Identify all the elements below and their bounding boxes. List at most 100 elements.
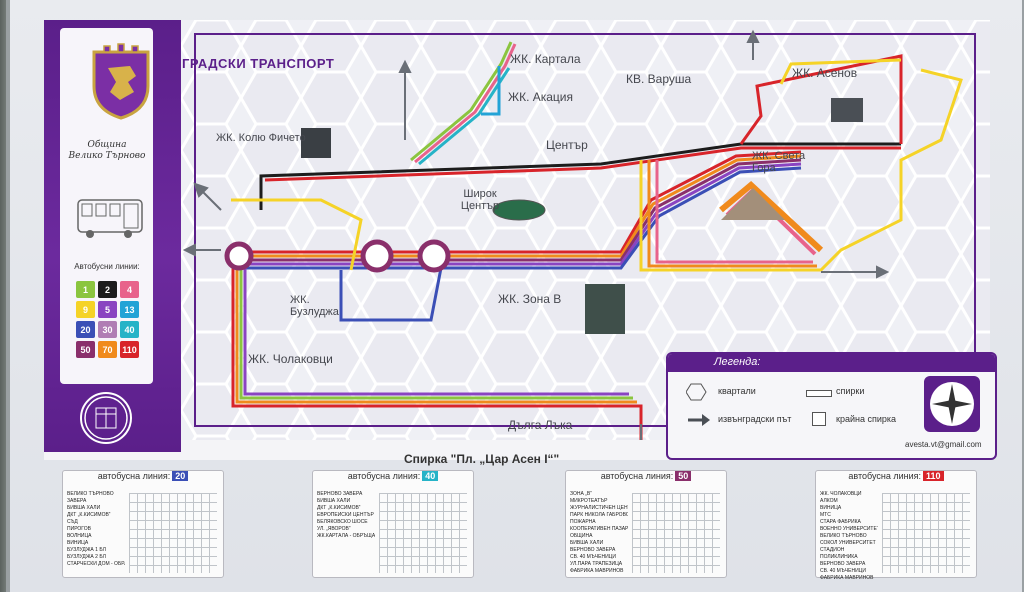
left-route-bundle <box>231 260 643 440</box>
hexagon-icon <box>686 383 707 401</box>
bus-line-badge: 2 <box>98 281 117 298</box>
stop-name: Спирка "Пл. „Цар Асен I“" <box>404 452 560 466</box>
timetable-stop: ДКТ „К.КИСИМОВ“ <box>67 512 111 518</box>
timetable-line-badge: 110 <box>923 471 944 481</box>
timetable-stop: ПОЛИКЛИНИКА <box>820 554 858 560</box>
timetable-stop: ПИРОГОВ <box>67 526 91 532</box>
timetable-stop: СТАДИОН <box>820 547 845 553</box>
timetable-stop: ПОЖАРНА <box>570 519 596 525</box>
timetable-stop: ВИНИЦА <box>67 540 89 546</box>
municipality-line2: Велико Търново <box>68 151 146 161</box>
bus-line-badge: 4 <box>120 281 139 298</box>
timetable-stop: ЗОНА „В“ <box>570 491 592 497</box>
timetable-stop: СВ. 40 МЪЧЕНИЦИ <box>570 554 616 560</box>
yellow-loop <box>231 198 363 271</box>
timetable-stop: БЕЛЯКОВСКО ШОСЕ <box>317 519 368 525</box>
building-icon <box>831 98 863 122</box>
terminal-square-icon <box>812 412 826 426</box>
timetable-stop: ВЕРНОВО ЗАВЕРА <box>317 491 363 497</box>
timetable-stop: БИВША ХАЛИ <box>317 498 351 504</box>
timetable-stop: ВОЛНИЦА <box>67 533 92 539</box>
city-crest-icon <box>92 43 150 120</box>
district-buzludzha: ЖК. Бузлуджа <box>290 294 339 318</box>
timetable-stop: ВЕРНОВО ЗАВЕРА <box>570 547 616 553</box>
timetable-label: автобусна линия: <box>600 471 674 481</box>
timetable-stop: ЕВРОПЕЙСКИ ЦЕНТЪР <box>317 512 374 518</box>
bus-line-badge: 30 <box>98 321 117 338</box>
timetable-stop: СОКОЛ УНИВЕРСИТЕТ <box>820 540 876 546</box>
bus-line-badge: 110 <box>120 341 139 358</box>
timetable-stop: ВЕРНОВО ЗАВЕРА <box>820 561 866 567</box>
east-route-bundle <box>639 68 963 272</box>
timetable-line-badge: 20 <box>172 471 189 481</box>
timetable-header: автобусна линия:20 <box>63 471 223 487</box>
timetable-stop: БИВША ХАЛИ <box>570 540 604 546</box>
legend-title: Легенда: <box>714 356 761 368</box>
district-shirok: Широк Център <box>460 188 500 212</box>
timetable-stop: ЖК.КАРТАЛА - ОБРЪЩАЛО <box>317 533 375 539</box>
bus-line-badge: 40 <box>120 321 139 338</box>
district-kolyu: ЖК. Колю Фичето <box>216 132 306 144</box>
arrow-right-icon <box>688 414 710 426</box>
timetable-stop: АЛКОМ <box>820 498 838 504</box>
timetable-header: автобусна линия:110 <box>816 471 976 487</box>
timetable-stop: СТАРА ФАБРИКА <box>820 519 861 525</box>
timetable-grid <box>129 493 217 573</box>
outer-road-arrows <box>182 29 890 440</box>
legend-districts: квартали <box>718 386 756 396</box>
bus-lines-title: Автобусни линии: <box>74 262 140 271</box>
factory-icon <box>301 128 331 158</box>
timetable-stop: ФАБРИКА МАВРИНОВ <box>570 568 624 574</box>
municipality-name: Община Велико Търново <box>62 140 152 162</box>
timetable-stop: БУЗЛУДЖА 1 БЛ <box>67 547 106 553</box>
timetable-stop: СТАРЧЕСКИ ДОМ - ОБРАЩАЛО <box>67 561 125 567</box>
timetable-label: автобусна линия: <box>347 471 421 481</box>
timetable-stop: ЗАВЕРА <box>67 498 87 504</box>
legend-stops: спирки <box>836 386 865 396</box>
timetable-header: автобусна линия:40 <box>313 471 473 487</box>
bus-line-badge: 50 <box>76 341 95 358</box>
map-border <box>194 33 976 427</box>
bus-line-badge: 1 <box>76 281 95 298</box>
bus-line-badge: 9 <box>76 301 95 318</box>
tsarevets-icon <box>721 188 785 220</box>
legend-outer-road: извънградски път <box>718 414 792 424</box>
stop-bar-icon <box>806 390 832 397</box>
legend-header: Легенда: <box>668 354 995 372</box>
district-tsentar: Център <box>546 138 588 152</box>
map-title: ГРАДСКИ ТРАНСПОРТ <box>182 56 335 71</box>
bus-icon <box>77 199 143 238</box>
legend-terminal: крайна спирка <box>836 414 896 424</box>
transit-map <box>181 20 990 440</box>
stadium-icon <box>492 199 546 221</box>
contact-email: avesta.vt@gmail.com <box>905 440 982 449</box>
timetable-line-badge: 40 <box>422 471 439 481</box>
timetable-stop: СЪД <box>67 519 78 525</box>
timetable-stop: ФАБРИКА МАВРИНОВ <box>820 575 874 581</box>
district-sveta-gora: ЖК. Света Гора <box>752 150 806 174</box>
legend-box: Легенда: квартали извънградски път спирк… <box>666 352 997 460</box>
buzludzha-loop <box>339 267 443 322</box>
timetable-stop: ДКТ „К.КИСИМОВ“ <box>317 505 361 511</box>
timetable-stop: УЛ.ПАРА ТРАПЕЗИЦА <box>570 561 623 567</box>
timetable-stop: БУЗЛУДЖА 2 БЛ <box>67 554 106 560</box>
bus-line-badge: 5 <box>98 301 117 318</box>
municipality-line1: Община <box>87 140 127 150</box>
timetable-header: автобусна линия:50 <box>566 471 726 487</box>
timetable-line-badge: 50 <box>675 471 692 481</box>
district-varusha: КВ. Варуша <box>626 72 692 86</box>
timetable-grid <box>379 493 467 573</box>
timetable-stop: ЖУРНАЛИСТИЧЕН ЦЕНТЪР <box>570 505 628 511</box>
district-asenov: ЖК. Асенов <box>792 66 858 80</box>
bus-line-badge: 13 <box>120 301 139 318</box>
monument-icon <box>585 284 625 334</box>
timetable-stop: ЖК. ЧОЛАКОВЦИ <box>820 491 862 497</box>
